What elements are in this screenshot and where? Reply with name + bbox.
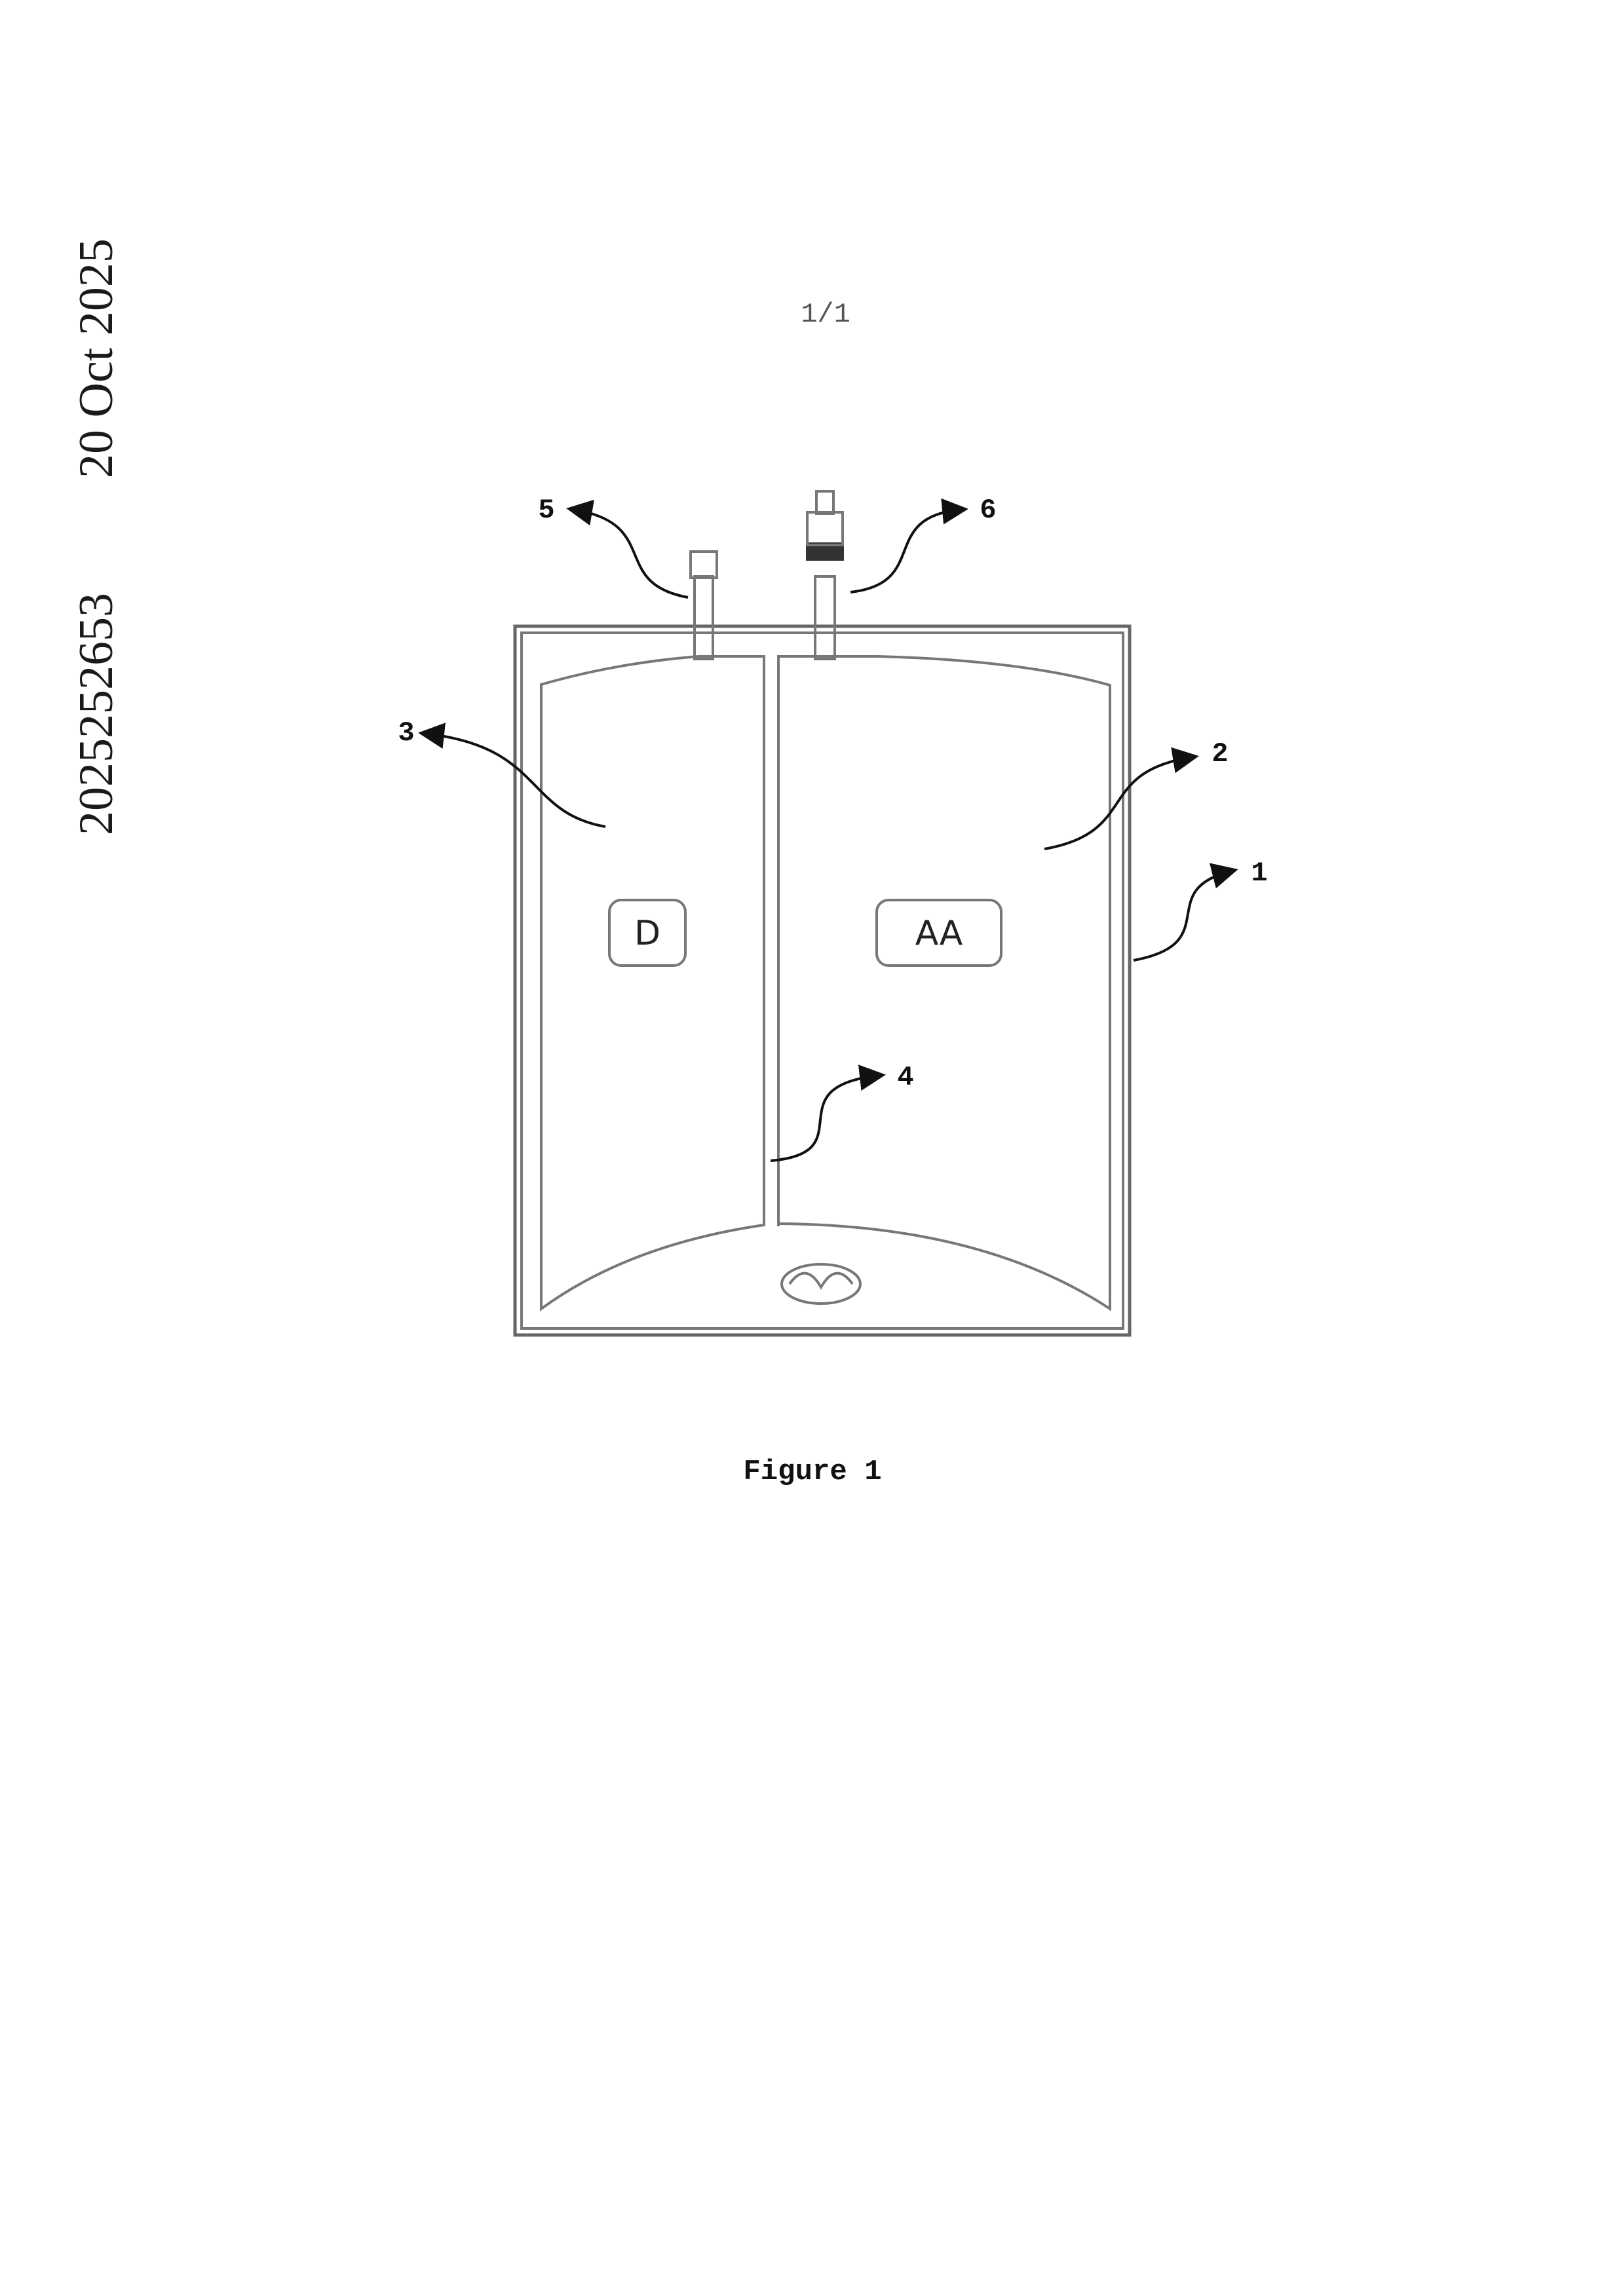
ref-numeral-2: 2: [1212, 738, 1228, 770]
ref-numeral-4: 4: [897, 1062, 913, 1093]
leader-line-2: [1044, 757, 1191, 849]
ref-numeral-3: 3: [398, 717, 414, 749]
leader-line-5: [574, 510, 688, 597]
label-box-d: D: [609, 900, 685, 966]
chamber-label-d: D: [634, 914, 660, 953]
ref-numeral-5: 5: [538, 495, 554, 526]
left-port: [691, 552, 717, 659]
figure-caption: Figure 1: [681, 1456, 944, 1488]
divider-seal: [764, 655, 778, 1226]
label-box-aa: AA: [877, 900, 1001, 966]
ref-numeral-6: 6: [980, 495, 996, 526]
leader-line-1: [1134, 871, 1231, 960]
ref-numeral-1: 1: [1251, 857, 1267, 889]
hanger-hole: [782, 1264, 860, 1304]
leader-line-4: [771, 1076, 878, 1161]
leader-line-6: [850, 510, 961, 592]
left-chamber: [541, 656, 764, 1309]
bag-outline: [515, 626, 1130, 1335]
right-chamber: [778, 656, 1110, 1309]
chamber-label-aa: AA: [915, 914, 963, 953]
